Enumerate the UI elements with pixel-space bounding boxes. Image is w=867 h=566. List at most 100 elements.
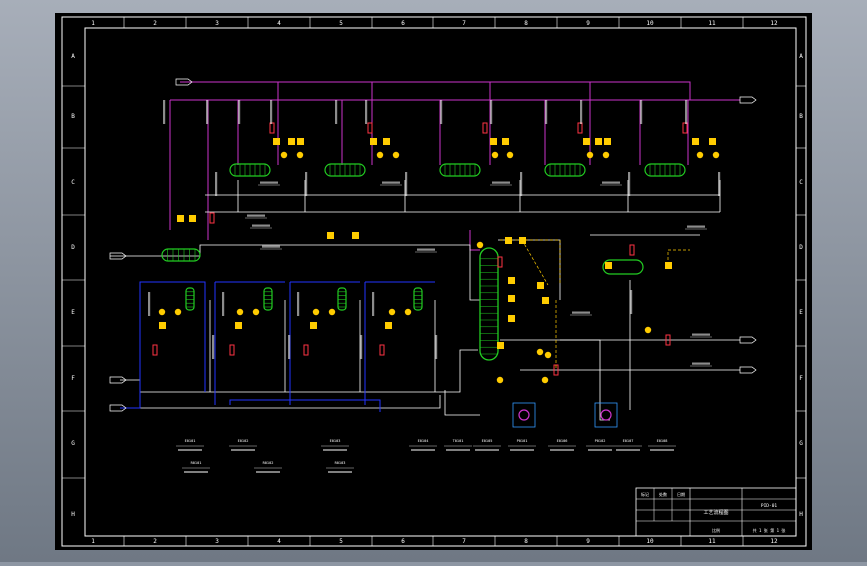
instrument-symbols[interactable] <box>152 122 720 384</box>
control-valve[interactable] <box>665 334 671 346</box>
label-text-mark <box>417 248 435 251</box>
instrument-box[interactable] <box>235 322 242 329</box>
instrument-bubble[interactable] <box>328 308 336 316</box>
vertical-tag-mark <box>297 292 300 316</box>
instrument-box[interactable] <box>385 322 392 329</box>
grid-row-right: H <box>799 511 803 518</box>
instrument-box[interactable] <box>177 215 184 222</box>
instrument-box[interactable] <box>297 138 304 145</box>
instrument-box[interactable] <box>352 232 359 239</box>
instrument-bubble[interactable] <box>586 151 594 159</box>
control-valve[interactable] <box>209 212 215 224</box>
cooling-water-lines <box>120 281 435 412</box>
instrument-box[interactable] <box>604 138 611 145</box>
reactor-3[interactable] <box>337 287 347 311</box>
instrument-box[interactable] <box>505 237 512 244</box>
instrument-bubble[interactable] <box>376 151 384 159</box>
control-valve[interactable] <box>629 244 635 256</box>
instrument-box[interactable] <box>288 138 295 145</box>
vertical-tag-mark <box>580 100 583 124</box>
instrument-box[interactable] <box>497 342 504 349</box>
line-terminal <box>739 336 757 344</box>
title-block: 标记 处数 日期 工艺流程图 PID-01 比例 共 1 张 第 1 张 <box>635 487 797 537</box>
instrument-box[interactable] <box>159 322 166 329</box>
instrument-bubble[interactable] <box>696 151 704 159</box>
instrument-box[interactable] <box>508 295 515 302</box>
instrument-box[interactable] <box>583 138 590 145</box>
pump-2[interactable] <box>600 409 612 421</box>
instrument-bubble[interactable] <box>388 308 396 316</box>
reflux-drum[interactable] <box>602 259 644 275</box>
grid-col-top: 2 <box>153 20 157 27</box>
instrument-bubble[interactable] <box>404 308 412 316</box>
instrument-box[interactable] <box>490 138 497 145</box>
vertical-tag-mark <box>360 335 363 359</box>
reactor-2[interactable] <box>263 287 273 311</box>
instrument-box[interactable] <box>370 138 377 145</box>
preheater[interactable] <box>161 248 201 262</box>
instrument-bubble[interactable] <box>491 151 499 159</box>
instrument-bubble[interactable] <box>158 308 166 316</box>
instrument-bubble[interactable] <box>644 326 652 334</box>
reactor-4[interactable] <box>413 287 423 311</box>
instrument-bubble[interactable] <box>496 376 504 384</box>
grid-col-top: 3 <box>215 20 219 27</box>
instrument-bubble[interactable] <box>602 151 610 159</box>
instrument-box[interactable] <box>273 138 280 145</box>
instrument-bubble[interactable] <box>392 151 400 159</box>
instrument-box[interactable] <box>665 262 672 269</box>
vertical-tag-mark <box>270 100 273 124</box>
instrument-box[interactable] <box>310 322 317 329</box>
control-valve[interactable] <box>229 344 235 356</box>
distillation-column[interactable] <box>479 247 499 361</box>
instrument-box[interactable] <box>709 138 716 145</box>
instrument-bubble[interactable] <box>296 151 304 159</box>
instrument-bubble[interactable] <box>506 151 514 159</box>
instrument-box[interactable] <box>605 262 612 269</box>
reactor-1[interactable] <box>185 287 195 311</box>
control-valve[interactable] <box>152 344 158 356</box>
vertical-tag-mark <box>685 100 688 124</box>
instrument-bubble[interactable] <box>280 151 288 159</box>
instrument-bubble[interactable] <box>541 376 549 384</box>
grid-row-left: B <box>71 113 75 120</box>
instrument-box[interactable] <box>189 215 196 222</box>
vertical-tag-mark <box>238 100 241 124</box>
equipment-symbols[interactable] <box>109 78 757 428</box>
instrument-box[interactable] <box>502 138 509 145</box>
instrument-bubble[interactable] <box>252 308 260 316</box>
grid-col-top: 4 <box>277 20 281 27</box>
control-valve[interactable] <box>379 344 385 356</box>
instrument-bubble[interactable] <box>544 351 552 359</box>
legend-desc-mark <box>328 471 352 473</box>
instrument-bubble[interactable] <box>712 151 720 159</box>
instrument-box[interactable] <box>595 138 602 145</box>
instrument-box[interactable] <box>383 138 390 145</box>
instrument-box[interactable] <box>327 232 334 239</box>
instrument-bubble[interactable] <box>312 308 320 316</box>
label-text-mark <box>687 225 705 228</box>
control-valve[interactable] <box>303 344 309 356</box>
line-terminal <box>739 96 757 104</box>
instrument-box[interactable] <box>692 138 699 145</box>
control-valve[interactable] <box>367 122 373 134</box>
vertical-tag-mark <box>718 172 721 196</box>
legend-desc-mark <box>475 449 499 451</box>
instrument-bubble[interactable] <box>536 348 544 356</box>
instrument-box[interactable] <box>508 315 515 322</box>
control-valve[interactable] <box>497 256 503 268</box>
instrument-bubble[interactable] <box>236 308 244 316</box>
control-valve[interactable] <box>482 122 488 134</box>
instrument-box[interactable] <box>542 297 549 304</box>
label-text-mark <box>492 181 510 184</box>
instrument-box[interactable] <box>508 277 515 284</box>
line-terminal <box>739 366 757 374</box>
instrument-bubble[interactable] <box>174 308 182 316</box>
label-text-mark <box>602 181 620 184</box>
instrument-bubble[interactable] <box>476 241 484 249</box>
pump-1[interactable] <box>518 409 530 421</box>
instrument-box[interactable] <box>537 282 544 289</box>
grid-col-top: 5 <box>339 20 343 27</box>
legend-desc-mark <box>256 471 280 473</box>
